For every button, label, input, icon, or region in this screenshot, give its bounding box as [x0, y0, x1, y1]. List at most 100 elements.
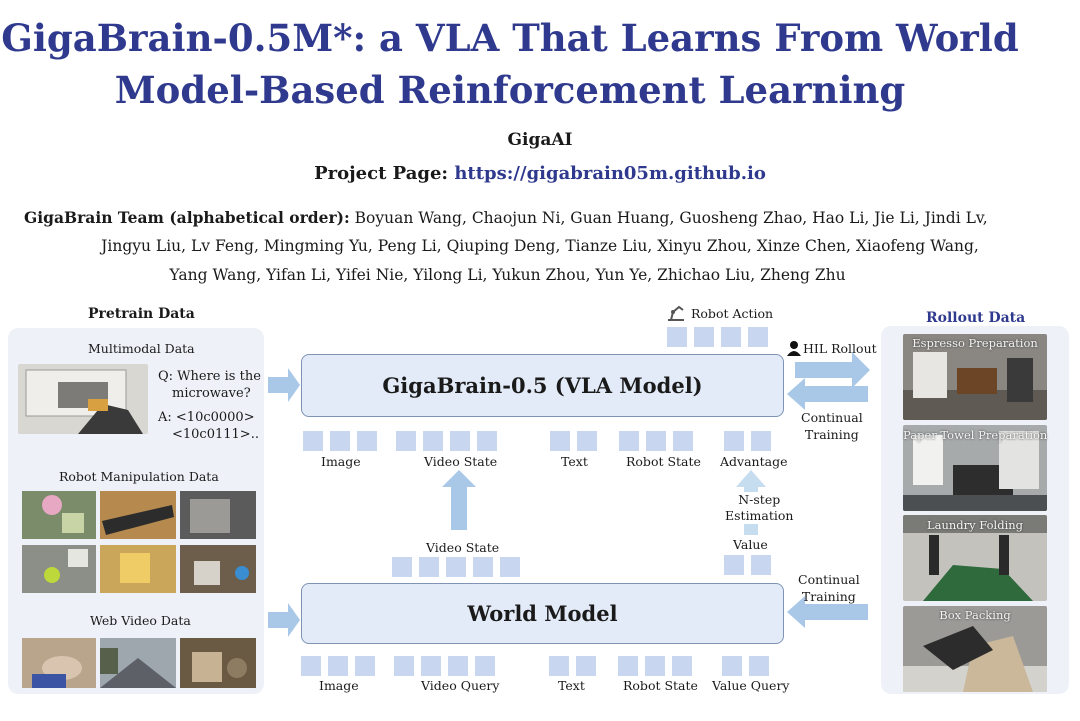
rollout-item-box-packing: Box Packing — [939, 608, 1011, 622]
token — [577, 431, 597, 451]
token — [477, 431, 497, 451]
nstep-line-2: Estimation — [725, 508, 794, 523]
world-input-robot-state: Robot State — [623, 678, 698, 693]
token — [450, 431, 470, 451]
token — [396, 431, 416, 451]
token — [423, 431, 443, 451]
author-line-1: GigaBrain Team (alphabetical order): Boy… — [24, 203, 1064, 233]
rollout-item-paper-towel: Paper Towel Preparation — [903, 428, 1048, 442]
token — [419, 557, 439, 577]
token — [751, 555, 771, 575]
arrow-pretrain-vla — [268, 368, 300, 402]
ct-vla-line-2: Training — [804, 427, 859, 442]
robot-manip-label: Robot Manipulation Data — [59, 469, 219, 484]
continual-training-world: Continual Training — [798, 571, 860, 605]
project-label: Project Page: — [314, 163, 449, 184]
box-packing-photo — [903, 606, 1047, 692]
authors-text-1: Boyuan Wang, Chaojun Ni, Guan Huang, Guo… — [354, 209, 988, 227]
token — [328, 656, 348, 676]
rollout-item-espresso: Espresso Preparation — [912, 336, 1038, 350]
espresso-photo — [903, 334, 1047, 420]
token — [619, 431, 639, 451]
token — [330, 431, 350, 451]
continual-training-vla: Continual Training — [801, 409, 863, 443]
world-input-video-query: Video Query — [421, 678, 500, 693]
paper-towel-photo — [903, 425, 1047, 511]
robot-manipulation-photos — [22, 491, 256, 593]
token — [645, 656, 665, 676]
token — [672, 656, 692, 676]
nstep-estimation: N-step Estimation — [725, 492, 794, 524]
token — [667, 327, 687, 347]
author-line-2: Jingyu Liu, Lv Feng, Mingming Yu, Peng L… — [101, 237, 979, 255]
token — [500, 557, 520, 577]
vla-input-advantage: Advantage — [720, 454, 788, 469]
arrow-continual-world — [787, 596, 868, 628]
world-input-image: Image — [319, 678, 359, 693]
vla-video-state-tokens — [396, 431, 504, 451]
pretrain-title: Pretrain Data — [88, 306, 195, 322]
qa-question: Q: Where is the microwave? — [158, 368, 261, 402]
world-model-box: World Model — [301, 583, 784, 644]
token — [694, 327, 714, 347]
world-value-query-tokens — [722, 656, 776, 676]
arrow-pretrain-world — [268, 603, 300, 637]
token — [446, 557, 466, 577]
vla-image-tokens — [303, 431, 384, 451]
author-line-3: Yang Wang, Yifan Li, Yifei Nie, Yilong L… — [169, 266, 846, 284]
token — [473, 557, 493, 577]
vla-robot-state-tokens — [619, 431, 700, 451]
hil-rollout-label: HIL Rollout — [803, 341, 877, 356]
vla-input-text: Text — [561, 454, 588, 469]
affiliation: GigaAI — [507, 130, 573, 150]
arrow-continual-vla — [787, 378, 868, 410]
project-link[interactable]: https://gigabrain05m.github.io — [454, 163, 766, 184]
vla-input-image: Image — [321, 454, 361, 469]
world-input-text: Text — [558, 678, 585, 693]
value-label: Value — [733, 537, 768, 552]
token — [749, 656, 769, 676]
ct-vla-line-1: Continual — [801, 410, 863, 425]
world-value-tokens — [724, 555, 778, 575]
token — [394, 656, 414, 676]
world-video-state-tokens — [392, 557, 527, 577]
robot-action-label: Robot Action — [691, 306, 774, 321]
web-video-label: Web Video Data — [90, 613, 191, 628]
token — [721, 327, 741, 347]
world-video-query-tokens — [394, 656, 502, 676]
video-state-label: Video State — [426, 540, 500, 555]
title-line-2: Model-Based Reinforcement Learning — [114, 68, 906, 112]
token — [421, 656, 441, 676]
arrow-hil-rollout — [795, 352, 870, 388]
rollout-item-laundry: Laundry Folding — [926, 518, 1024, 532]
token — [724, 431, 744, 451]
robot-action-tokens — [667, 327, 775, 347]
multimodal-label: Multimodal Data — [88, 341, 195, 356]
team-label: GigaBrain Team (alphabetical order): — [24, 208, 350, 227]
vla-input-video-state: Video State — [424, 454, 498, 469]
vla-text-tokens — [550, 431, 604, 451]
token — [646, 431, 666, 451]
vla-model-box: GigaBrain-0.5 (VLA Model) — [301, 354, 784, 417]
arrow-video-state-up — [442, 470, 476, 530]
token — [618, 656, 638, 676]
question-line-1: Q: Where is the — [158, 369, 261, 384]
answer-line-1: A: <10c0000> — [158, 410, 255, 425]
world-image-tokens — [301, 656, 382, 676]
world-input-value-query: Value Query — [712, 678, 790, 693]
ct-world-line-2: Training — [801, 589, 856, 604]
token — [448, 656, 468, 676]
paper-title: GigaBrain-0.5M*: a VLA That Learns From … — [0, 12, 1020, 116]
project-page: Project Page: https://gigabrain05m.githu… — [0, 163, 1080, 184]
title-line-1: GigaBrain-0.5M*: a VLA That Learns From … — [1, 16, 1019, 60]
nstep-line-1: N-step — [738, 492, 781, 507]
token — [550, 431, 570, 451]
token — [748, 327, 768, 347]
token — [722, 656, 742, 676]
world-robot-state-tokens — [618, 656, 699, 676]
qa-answer: A: <10c0000> <10c0111>.. — [158, 409, 259, 443]
token — [576, 656, 596, 676]
microwave-photo — [18, 364, 148, 434]
vla-input-robot-state: Robot State — [626, 454, 701, 469]
token — [724, 555, 744, 575]
